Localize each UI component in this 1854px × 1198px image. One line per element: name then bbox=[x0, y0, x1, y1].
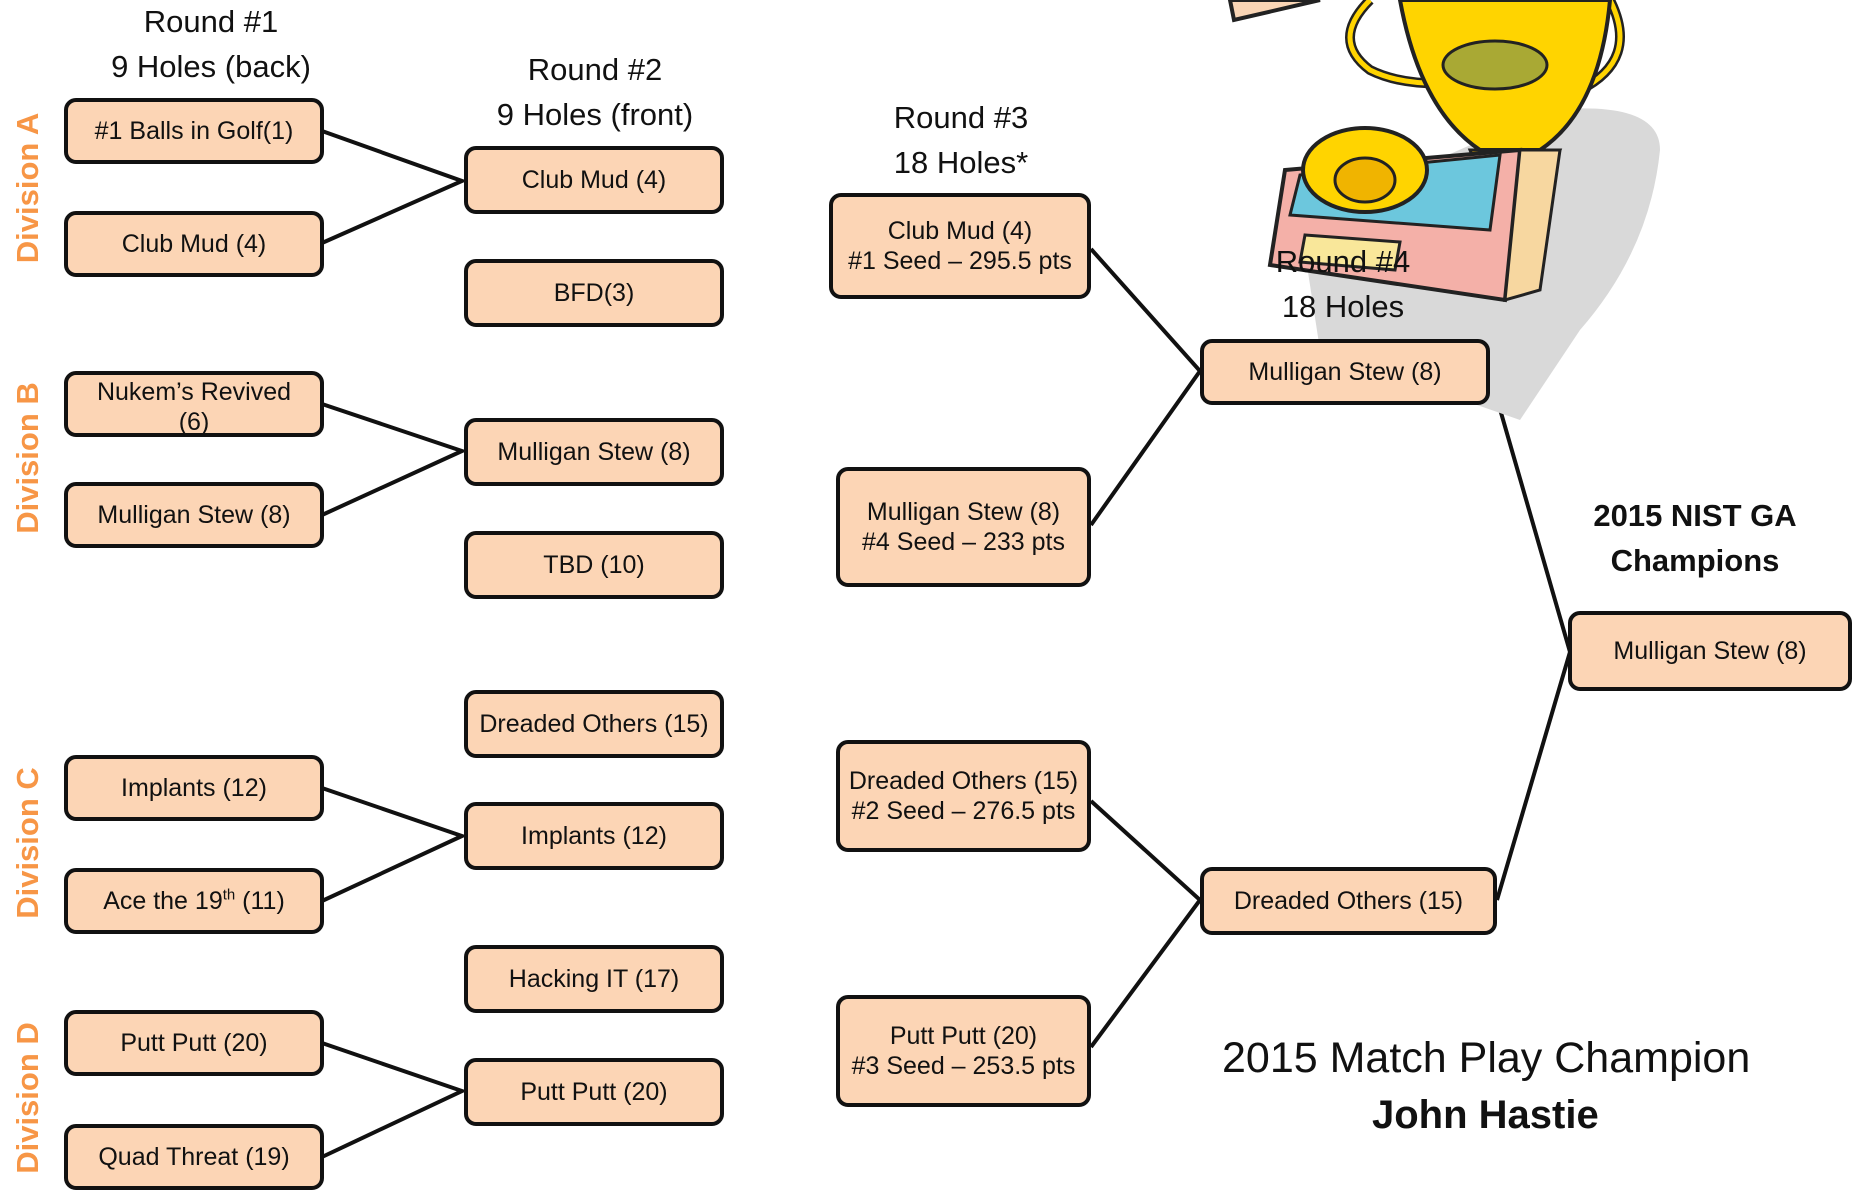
round-1-title: Round #1 bbox=[143, 4, 279, 39]
team-name: Putt Putt (20) bbox=[120, 1029, 268, 1057]
team-name: Mulligan Stew (8) bbox=[497, 438, 691, 466]
team-name: Implants (12) bbox=[521, 822, 667, 850]
r1-team-box: Mulligan Stew (8) bbox=[64, 482, 324, 548]
r1-team-box: Club Mud (4) bbox=[64, 211, 324, 277]
connector-r4-final bbox=[1487, 370, 1573, 901]
team-name: Dreaded Others (15) bbox=[848, 767, 1079, 795]
seed-points: #2 Seed – 276.5 pts bbox=[851, 797, 1076, 825]
team-name: TBD (10) bbox=[543, 551, 645, 579]
r2-team-box: Club Mud (4) bbox=[464, 146, 724, 214]
r3-seed-box: Mulligan Stew (8) #4 Seed – 233 pts bbox=[836, 467, 1091, 587]
connector-r1-d bbox=[321, 1041, 468, 1159]
r4-team-box: Mulligan Stew (8) bbox=[1200, 339, 1490, 405]
team-name-main: Ace the 19 bbox=[103, 887, 223, 915]
team-name: Putt Putt (20) bbox=[889, 1022, 1038, 1050]
connector-r1-b bbox=[321, 402, 468, 517]
r3-seed-box: Dreaded Others (15) #2 Seed – 276.5 pts bbox=[836, 740, 1091, 852]
team-name: Hacking IT (17) bbox=[508, 965, 680, 993]
round-4-heading: Round #4 18 Holes bbox=[1230, 240, 1456, 330]
team-name: Mulligan Stew (8) bbox=[97, 501, 291, 529]
champion-box: Mulligan Stew (8) bbox=[1568, 611, 1852, 691]
r4-team-box: Dreaded Others (15) bbox=[1200, 867, 1497, 935]
r1-team-box: Putt Putt (20) bbox=[64, 1010, 324, 1076]
division-c-label: Division C bbox=[10, 767, 45, 919]
champion-heading: 2015 NIST GA Champions bbox=[1560, 494, 1830, 584]
r2-team-box: Hacking IT (17) bbox=[464, 945, 724, 1013]
match-play-name: John Hastie bbox=[1372, 1093, 1599, 1137]
seed-points: #3 Seed – 253.5 pts bbox=[851, 1052, 1076, 1080]
r1-team-box: #1 Balls in Golf(1) bbox=[64, 98, 324, 164]
champion-title-line1: 2015 NIST GA bbox=[1593, 498, 1797, 533]
round-4-holes: 18 Holes bbox=[1281, 288, 1405, 324]
team-name: Mulligan Stew (8) bbox=[1248, 358, 1442, 386]
connector-r1-a bbox=[321, 129, 468, 245]
r1-team-box: Nukem’s Revived (6) bbox=[64, 371, 324, 437]
r1-team-box: Implants (12) bbox=[64, 755, 324, 821]
team-name: Quad Threat (19) bbox=[98, 1143, 290, 1171]
round-2-holes: 9 Holes (front) bbox=[496, 96, 694, 132]
team-name: Dreaded Others (15) bbox=[479, 710, 709, 738]
champion-title-line2: Champions bbox=[1610, 542, 1780, 578]
match-play-title: 2015 Match Play Champion bbox=[1222, 1034, 1751, 1082]
r2-team-box: TBD (10) bbox=[464, 531, 724, 599]
connector-r3-top bbox=[1089, 247, 1203, 527]
r2-team-box: Dreaded Others (15) bbox=[464, 690, 724, 758]
round-3-holes: 18 Holes* bbox=[893, 144, 1029, 180]
team-name: Club Mud (4) bbox=[121, 230, 267, 258]
round-1-heading: Round #1 9 Holes (back) bbox=[86, 0, 336, 90]
seed-points: #1 Seed – 295.5 pts bbox=[848, 247, 1072, 275]
round-4-title: Round #4 bbox=[1275, 244, 1411, 279]
team-name-superscript: th bbox=[222, 886, 236, 904]
r2-team-box: Mulligan Stew (8) bbox=[464, 418, 724, 486]
round-2-heading: Round #2 9 Holes (front) bbox=[470, 48, 720, 138]
r3-seed-box: Putt Putt (20) #3 Seed – 253.5 pts bbox=[836, 995, 1091, 1107]
team-name: BFD(3) bbox=[553, 279, 635, 307]
team-name: Club Mud (4) bbox=[521, 166, 667, 194]
seed-points: #4 Seed – 233 pts bbox=[862, 528, 1065, 556]
r3-seed-box: Club Mud (4) #1 Seed – 295.5 pts bbox=[829, 193, 1091, 299]
team-name: Putt Putt (20) bbox=[520, 1078, 668, 1106]
connector-r1-c bbox=[321, 786, 468, 903]
division-a-label: Division A bbox=[10, 112, 45, 264]
trophy-icon bbox=[1227, 0, 1660, 420]
r2-team-box: BFD(3) bbox=[464, 259, 724, 327]
champion-team: Mulligan Stew (8) bbox=[1613, 637, 1807, 665]
team-name-seed: (11) bbox=[235, 887, 285, 915]
connector-r3-bottom bbox=[1089, 799, 1203, 1049]
division-b-label: Division B bbox=[10, 382, 45, 534]
round-2-title: Round #2 bbox=[527, 52, 663, 87]
team-name: Mulligan Stew (8) bbox=[866, 498, 1061, 526]
r1-team-box: Ace the 19th (11) bbox=[64, 868, 324, 934]
round-1-holes: 9 Holes (back) bbox=[111, 48, 311, 84]
team-name: Dreaded Others (15) bbox=[1233, 887, 1464, 915]
team-name: Nukem’s Revived (6) bbox=[96, 378, 292, 436]
round-3-heading: Round #3 18 Holes* bbox=[848, 96, 1074, 186]
team-name: #1 Balls in Golf(1) bbox=[94, 117, 294, 145]
team-name: Ace the 19th (11) bbox=[103, 886, 285, 916]
r2-team-box: Putt Putt (20) bbox=[464, 1058, 724, 1126]
r2-team-box: Implants (12) bbox=[464, 802, 724, 870]
team-name: Implants (12) bbox=[121, 774, 267, 802]
r1-team-box: Quad Threat (19) bbox=[64, 1124, 324, 1190]
team-name: Club Mud (4) bbox=[887, 217, 1033, 245]
division-d-label: Division D bbox=[10, 1022, 45, 1174]
round-3-title: Round #3 bbox=[893, 100, 1029, 135]
